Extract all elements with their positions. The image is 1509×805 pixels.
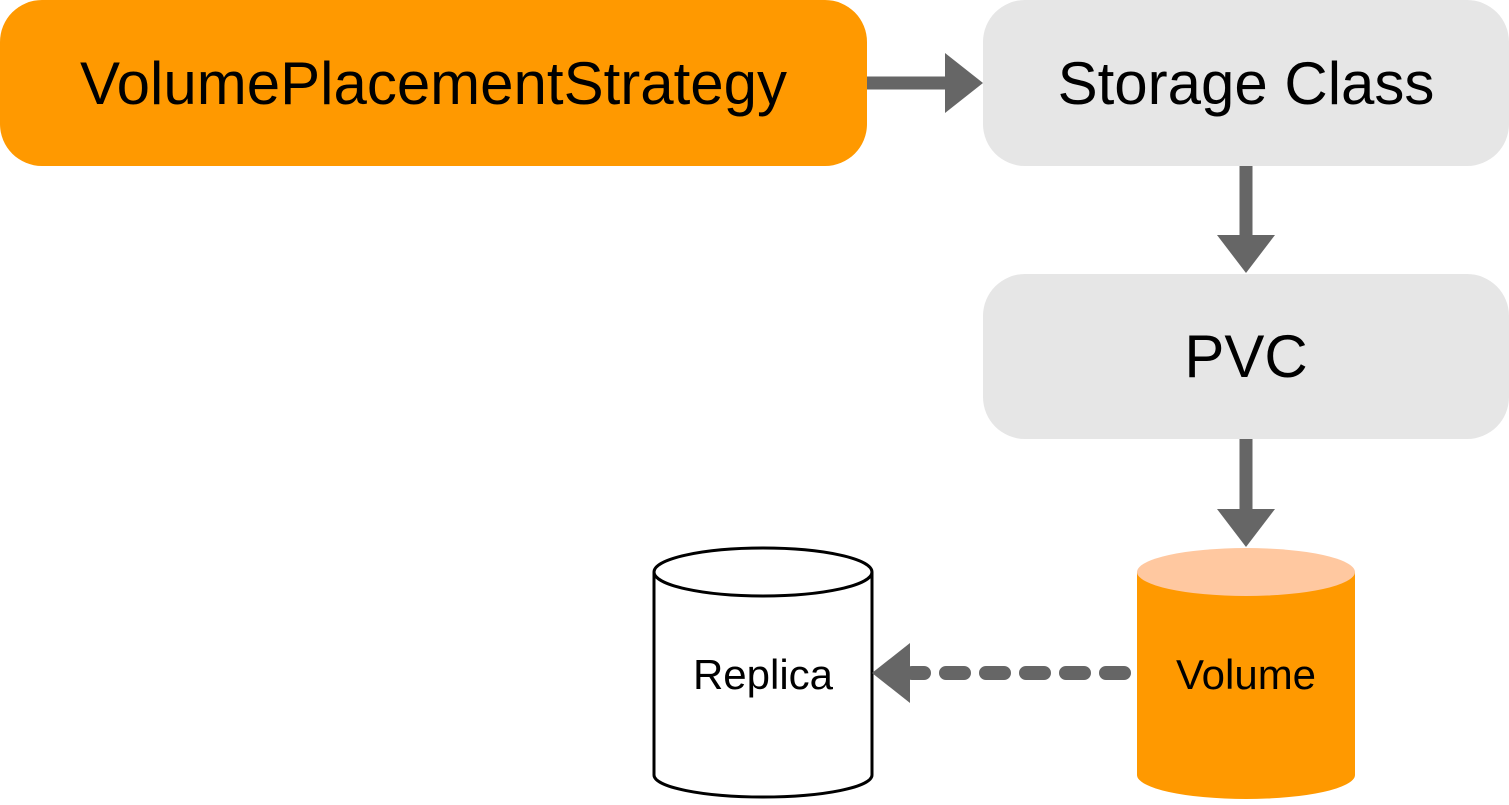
pvc-label: PVC (1184, 323, 1308, 390)
pvc-box (983, 274, 1509, 439)
arrow-storage-class-to-pvc (1217, 166, 1275, 273)
storage-class-label: Storage Class (1057, 49, 1435, 117)
volume-placement-strategy-box (0, 0, 867, 166)
replica-label: Replica (692, 651, 834, 698)
volume-cylinder (1137, 548, 1355, 799)
storage-class-box (983, 0, 1509, 166)
arrow-pvc-to-volume (1217, 439, 1275, 547)
volume-placement-strategy-label: VolumePlacementStrategy (79, 49, 788, 117)
arrow-volume-to-replica (872, 643, 1131, 703)
replica-cylinder (652, 546, 874, 799)
volume-label: Volume (1175, 651, 1317, 698)
arrow-vps-to-storage-class (867, 53, 983, 113)
